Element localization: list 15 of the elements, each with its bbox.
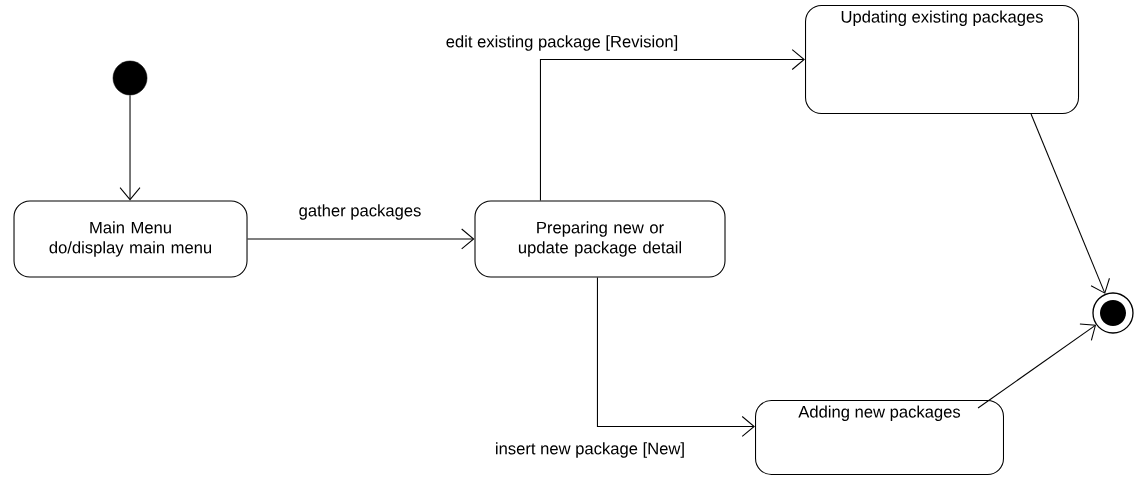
arrow <box>247 228 475 250</box>
arrow <box>596 277 755 437</box>
state-box: Preparing new or update package detail <box>474 200 726 278</box>
state-box: Main Menu do/display main menu <box>13 200 248 278</box>
arrow <box>977 323 1097 409</box>
arrow <box>539 49 805 201</box>
edge-label: gather packages <box>297 202 423 222</box>
edge-label: edit existing package [Revision] <box>444 33 680 53</box>
edge-label: insert new package [New] <box>493 440 687 460</box>
state-box: Updating existing packages <box>805 5 1080 115</box>
final-state-symbol <box>1092 292 1134 334</box>
state-box: Adding new packages <box>755 400 1004 475</box>
arrow <box>1030 113 1110 294</box>
initial-state-dot <box>112 60 148 96</box>
arrow <box>119 94 141 201</box>
